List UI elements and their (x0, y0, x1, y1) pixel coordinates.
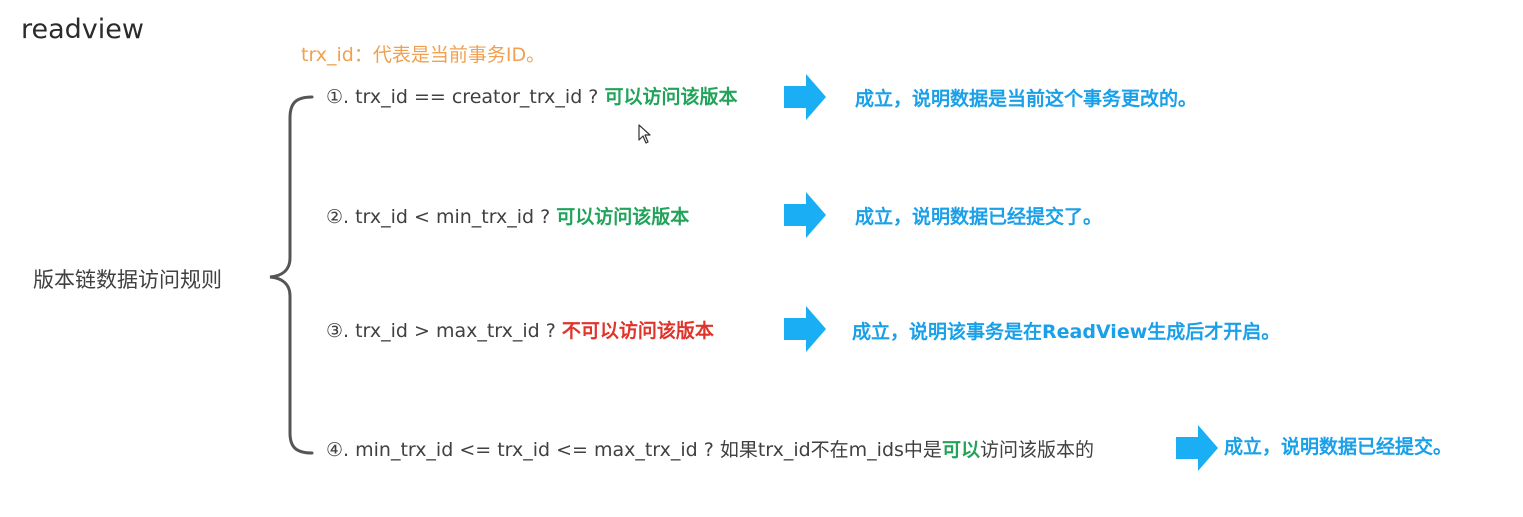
mind-map-brace (269, 95, 314, 455)
trx-id-note: trx_id：代表是当前事务ID。 (301, 44, 546, 66)
rule-1-condition: ①. trx_id == creator_trx_id ? 可以访问该版本 (326, 82, 737, 109)
rule-4-suffix: 访问该版本的 (979, 439, 1094, 461)
rule-3-result: 成立，说明该事务是在ReadView生成后才开启。 (852, 321, 1281, 343)
rule-1-verdict: 可以访问该版本 (604, 86, 738, 108)
rule-1-condition-text: ①. trx_id == creator_trx_id ? (326, 86, 605, 108)
rule-1-result: 成立，说明数据是当前这个事务更改的。 (855, 88, 1198, 110)
rule-3-condition-text: ③. trx_id > max_trx_id ? (326, 320, 562, 342)
rule-4-condition: ④. min_trx_id <= trx_id <= max_trx_id ? … (326, 435, 1094, 462)
arrow-right-icon (784, 306, 826, 352)
rule-2-verdict: 可以访问该版本 (556, 206, 690, 228)
rule-2-condition-text: ②. trx_id < min_trx_id ? (326, 206, 557, 228)
rule-3-verdict: 不可以访问该版本 (561, 320, 714, 342)
arrow-right-icon (784, 192, 826, 238)
mouse-pointer-icon (638, 124, 651, 144)
rule-4-verdict: 可以 (941, 439, 980, 461)
root-node-label: 版本链数据访问规则 (33, 268, 222, 292)
rule-3-condition: ③. trx_id > max_trx_id ? 不可以访问该版本 (326, 316, 714, 343)
rule-4-result: 成立，说明数据已经提交。 (1224, 436, 1453, 458)
arrow-right-icon (1176, 425, 1218, 471)
rule-2-condition: ②. trx_id < min_trx_id ? 可以访问该版本 (326, 202, 689, 229)
page-title: readview (21, 14, 144, 45)
rule-4-condition-text: ④. min_trx_id <= trx_id <= max_trx_id ? … (326, 439, 942, 461)
rule-2-result: 成立，说明数据已经提交了。 (855, 206, 1103, 228)
arrow-right-icon (784, 74, 826, 120)
